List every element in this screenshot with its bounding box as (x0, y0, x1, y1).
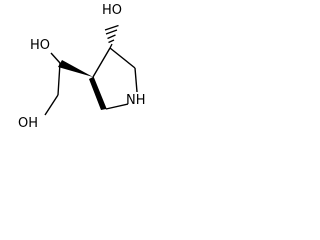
bond-c2prime-oh (44, 94, 59, 116)
structure-diagram: HO NH HO OH (18, 3, 146, 131)
molecule-canvas: HO NH HO OH (0, 0, 156, 156)
bond-c4-c5 (109, 47, 136, 69)
bond-c5-n1 (134, 67, 138, 93)
side-chain-hydroxyl-upper-label: HO (30, 38, 50, 53)
ring-amine-label: NH (126, 93, 146, 108)
wedge-bond-c3-c2 (89, 77, 106, 110)
hashed-bond-c4-oh (104, 24, 119, 49)
side-chain-hydroxyl-lower-label: OH (18, 116, 38, 131)
bond-c3-c4 (92, 47, 111, 78)
wedge-bond-c3-c1prime (58, 60, 93, 77)
ring-hydroxyl-label: HO (102, 3, 122, 18)
bond-c1prime-oh (50, 52, 61, 64)
bond-c1prime-c2prime (57, 62, 61, 96)
bond-n1-c2 (105, 103, 129, 110)
